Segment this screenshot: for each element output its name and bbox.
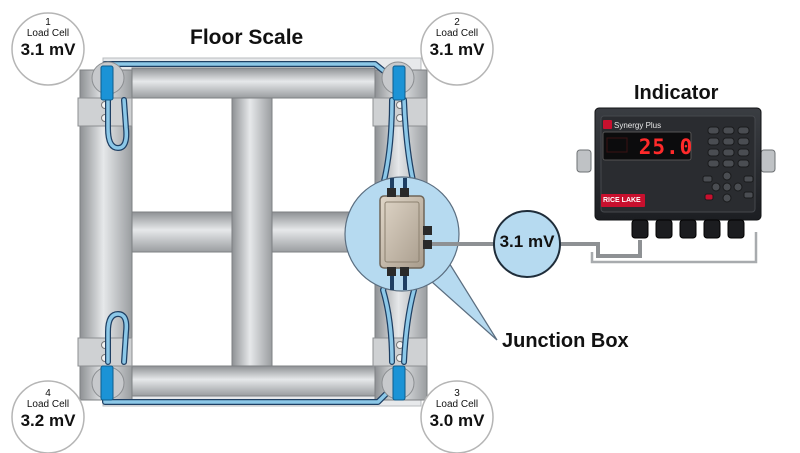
load-cell-reading: 3.1 mV (20, 40, 76, 59)
cable-gland (655, 219, 673, 239)
load-cell-reading: 3.1 mV (429, 40, 485, 59)
load-cell-label: Load Cell (26, 399, 70, 410)
keypad-key[interactable] (707, 159, 720, 168)
load-cell-badge-1: 1 Load Cell 3.1 mV (13, 17, 83, 60)
load-cell-4 (100, 365, 114, 401)
keypad-key[interactable] (737, 137, 750, 146)
logo-plate (601, 194, 645, 207)
load-cell-1 (100, 65, 114, 101)
cable-to-indicator (560, 240, 642, 258)
load-cell-3 (392, 365, 406, 401)
cable-gland (679, 219, 697, 239)
gland-bottom-2 (400, 267, 409, 276)
keypad-key[interactable] (707, 126, 720, 135)
function-key[interactable] (743, 191, 754, 199)
gland-right-2 (423, 240, 432, 249)
nav-key-up[interactable] (722, 171, 732, 181)
cable-cell3-a (381, 266, 394, 364)
function-key[interactable] (743, 175, 754, 183)
home-run-cable (432, 232, 758, 264)
indicator-brand: Synergy Plus (614, 121, 662, 130)
bottom-crossbar (131, 365, 376, 397)
load-cell-label: Load Cell (435, 399, 479, 410)
nav-key-enter[interactable] (722, 182, 732, 192)
load-cell-label: Load Cell (435, 28, 479, 39)
gland-top-1 (387, 188, 396, 197)
load-cells (91, 61, 415, 401)
junction-box-callout (344, 176, 498, 341)
load-cell-reading: 3.2 mV (20, 411, 76, 430)
indicator-device (576, 107, 776, 239)
cable-gland (703, 219, 721, 239)
badge-circle-1 (11, 12, 85, 86)
indicator-title: Indicator (634, 82, 719, 104)
junction-box-title: Junction Box (502, 330, 629, 352)
keypad-key[interactable] (707, 137, 720, 146)
numeric-keypad (707, 126, 750, 168)
display-mode-glyph (606, 137, 628, 153)
center-beam (231, 97, 273, 367)
badge-circle-2 (420, 12, 494, 86)
load-cell-number: 4 (45, 388, 51, 399)
junction-output-reading: 3.1 mV (499, 232, 555, 251)
keypad-key[interactable] (722, 126, 735, 135)
load-cell-number: 3 (454, 388, 460, 399)
load-cell-badge-4: 4 Load Cell 3.2 mV (13, 388, 83, 431)
indicator-logo: RICE LAKE (603, 197, 641, 204)
display-window (602, 131, 692, 161)
load-cell-reading: 3.0 mV (429, 411, 485, 430)
badge-circle-4 (11, 380, 85, 453)
keypad-key[interactable] (737, 159, 750, 168)
cable-gland (631, 219, 649, 239)
navigation-keys (711, 171, 754, 203)
load-cell-badge-3: 3 Load Cell 3.0 mV (422, 388, 492, 431)
cable-loop-lower (106, 312, 129, 364)
load-cell-label: Load Cell (26, 28, 70, 39)
floor-scale-title: Floor Scale (190, 26, 304, 49)
output-mv-badge (493, 210, 561, 278)
left-mid-crossbar (131, 211, 233, 253)
badge-circle-3 (420, 380, 494, 453)
keypad-key[interactable] (722, 137, 735, 146)
keypad-key[interactable] (737, 148, 750, 157)
cable-gland (727, 219, 745, 239)
mount-bracket-right (760, 149, 776, 173)
power-key[interactable] (704, 193, 714, 201)
keypad-key[interactable] (707, 148, 720, 157)
indicator-cable-glands (631, 219, 745, 239)
brand-badge (603, 120, 612, 129)
keypad-key[interactable] (722, 159, 735, 168)
nav-key-down[interactable] (722, 193, 732, 203)
indicator-stand (590, 232, 758, 264)
load-cell-2 (392, 65, 406, 101)
load-cell-number: 2 (454, 17, 460, 28)
gland-top-2 (400, 188, 409, 197)
nav-key-left[interactable] (711, 182, 721, 192)
junction-box-lid (384, 201, 420, 263)
load-cell-number: 1 (45, 17, 51, 28)
keypad-key[interactable] (737, 126, 750, 135)
load-cell-badge-2: 2 Load Cell 3.1 mV (422, 17, 492, 60)
cable-loop-upper (106, 98, 129, 150)
keypad-key[interactable] (722, 148, 735, 157)
gland-right-1 (423, 226, 432, 235)
mount-bracket-left (576, 149, 592, 173)
nav-key-right[interactable] (733, 182, 743, 192)
function-key-left[interactable] (702, 175, 713, 183)
top-crossbar (131, 67, 376, 99)
gland-bottom-1 (387, 267, 396, 276)
junction-box (379, 195, 425, 269)
indicator-display-value: 25.0 (638, 135, 694, 159)
